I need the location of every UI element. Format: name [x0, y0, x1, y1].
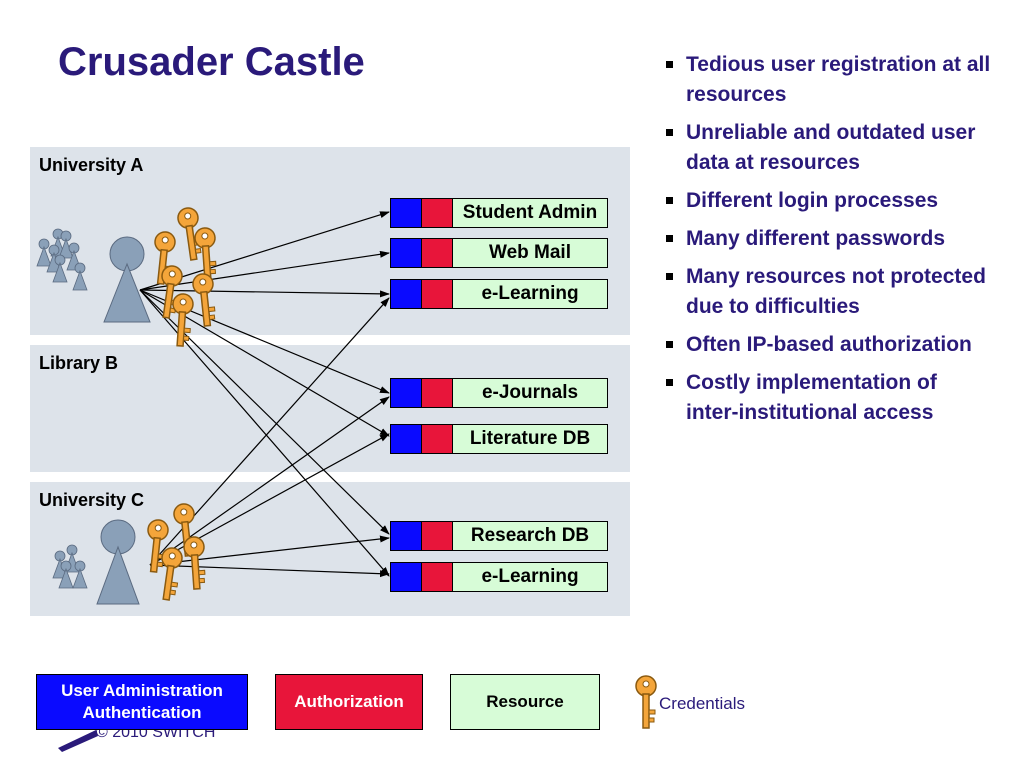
legend-resource: Resource — [450, 674, 600, 730]
resource-e-journals: e-Journals — [390, 378, 608, 408]
resource-label: e-Journals — [481, 382, 579, 403]
key-icons-university-c — [142, 502, 208, 602]
resource-label: Research DB — [470, 525, 590, 546]
legend-authorization: Authorization — [275, 674, 423, 730]
authorization-block — [422, 522, 453, 550]
resource-label: e-Learning — [481, 566, 579, 587]
resource-e-learning-a: e-Learning — [390, 279, 608, 309]
list-item: Unreliable and outdated user data at res… — [664, 118, 994, 178]
list-item: Many different passwords — [664, 224, 994, 254]
bullet-icon — [666, 61, 673, 68]
authorization-block — [422, 239, 453, 267]
band-label-university-a: University A — [39, 155, 144, 175]
resource-label: e-Learning — [481, 283, 579, 304]
list-item-text: Tedious user registration at all resourc… — [686, 53, 991, 106]
user-group-icon-c — [52, 544, 88, 589]
band-label-university-c: University C — [39, 490, 145, 510]
issues-list: Tedious user registration at all resourc… — [664, 50, 994, 436]
user-admin-block — [391, 280, 422, 308]
list-item-text: Unreliable and outdated user data at res… — [686, 121, 976, 174]
legend-credentials: Credentials — [659, 694, 745, 713]
list-item-text: Often IP-based authorization — [686, 333, 972, 356]
list-item-text: Costly implementation of inter-instituti… — [686, 371, 937, 424]
list-item-text: Different login processes — [686, 189, 939, 212]
authorization-block — [422, 425, 453, 453]
user-admin-block — [391, 522, 422, 550]
list-item: Different login processes — [664, 186, 994, 216]
authorization-block — [422, 379, 453, 407]
resource-research-db: Research DB — [390, 521, 608, 551]
list-item: Costly implementation of inter-instituti… — [664, 368, 994, 428]
legend-user-admin-line2: Authentication — [82, 703, 202, 722]
arrows-university-c — [149, 297, 390, 578]
user-admin-block — [391, 239, 422, 267]
list-item-text: Many different passwords — [686, 227, 946, 250]
bullet-icon — [666, 379, 673, 386]
authorization-block — [422, 563, 453, 591]
list-item: Often IP-based authorization — [664, 330, 994, 360]
user-admin-block — [391, 563, 422, 591]
resource-label: Student Admin — [462, 202, 598, 223]
legend-user-admin-line1: User Administration — [61, 681, 223, 700]
page-title: Crusader Castle — [58, 40, 365, 84]
resource-label: Literature DB — [469, 428, 591, 449]
resource-e-learning-c: e-Learning — [390, 562, 608, 592]
list-item: Many resources not protected due to diff… — [664, 262, 994, 322]
key-icon-legend — [635, 675, 657, 729]
logo-swoosh-icon — [58, 730, 98, 752]
resource-label: Web Mail — [489, 242, 571, 263]
authorization-block — [422, 280, 453, 308]
bullet-icon — [666, 341, 673, 348]
bullet-icon — [666, 235, 673, 242]
person-icon-a — [103, 236, 151, 323]
bullet-icon — [666, 273, 673, 280]
band-label-library-b: Library B — [39, 353, 119, 373]
list-item: Tedious user registration at all resourc… — [664, 50, 994, 110]
user-group-icon-a — [36, 228, 88, 291]
resource-literature-db: Literature DB — [390, 424, 608, 454]
user-admin-block — [391, 425, 422, 453]
user-admin-block — [391, 199, 422, 227]
person-icon-c — [96, 519, 140, 605]
resource-web-mail: Web Mail — [390, 238, 608, 268]
authorization-block — [422, 199, 453, 227]
resource-student-admin: Student Admin — [390, 198, 608, 228]
list-item-text: Many resources not protected due to diff… — [686, 265, 986, 318]
user-admin-block — [391, 379, 422, 407]
bullet-icon — [666, 197, 673, 204]
legend-user-admin: User Administration Authentication — [36, 674, 248, 730]
bullet-icon — [666, 129, 673, 136]
